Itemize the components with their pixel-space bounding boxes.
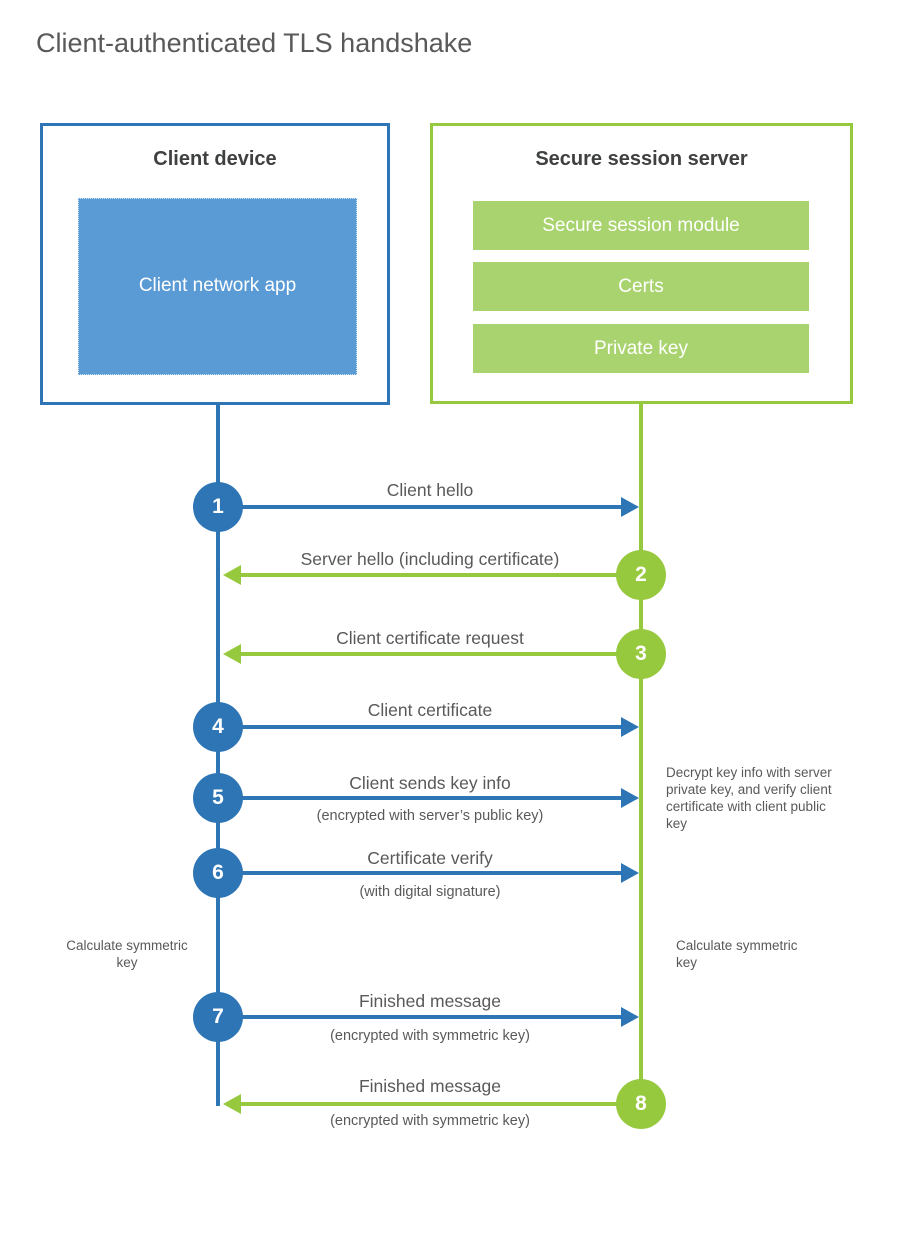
step-7-label: Finished message [358, 991, 502, 1011]
secure-session-server-title: Secure session server [535, 148, 748, 170]
step-4-arrow [240, 717, 639, 737]
secure-session-server-box: Secure session server Secure session mod… [430, 123, 853, 404]
step-7-sublabel: (encrypted with symmetric key) [330, 1028, 530, 1044]
step-3-badge: 3 [616, 629, 666, 679]
decrypt-key-note: Decrypt key info with server private key… [666, 765, 832, 831]
page-title: Client-authenticated TLS handshake [36, 28, 473, 58]
module-bar-private-key: Private key [473, 324, 809, 373]
module-bar-certs: Certs [473, 262, 809, 311]
step-8-arrow [223, 1094, 618, 1114]
step-1-label: Client hello [386, 480, 474, 500]
step-1-badge: 1 [193, 482, 243, 532]
step-1-arrow [240, 497, 639, 517]
server-lifeline [639, 404, 643, 1106]
step-7-arrow [240, 1007, 639, 1027]
step-7-badge: 7 [193, 992, 243, 1042]
client-network-app-label: Client network app [138, 275, 297, 297]
step-6-badge: 6 [193, 848, 243, 898]
step-6-sublabel: (with digital signature) [359, 884, 501, 900]
step-5-sublabel: (encrypted with server’s public key) [316, 808, 544, 824]
step-5-label: Client sends key info [349, 773, 511, 793]
step-2-arrow [223, 565, 618, 585]
module-bar-secure-session-module: Secure session module [473, 201, 809, 250]
calculate-symmetric-key-note-server: Calculate symmetric key [676, 938, 798, 970]
calculate-symmetric-key-note-client: Calculate symmetric key [66, 938, 188, 970]
client-device-title: Client device [153, 148, 277, 170]
step-6-arrow [240, 863, 639, 883]
step-3-arrow [223, 644, 618, 664]
step-5-badge: 5 [193, 773, 243, 823]
step-4-label: Client certificate [367, 700, 493, 720]
step-8-badge: 8 [616, 1079, 666, 1129]
step-2-label: Server hello (including certificate) [300, 549, 560, 569]
step-8-sublabel: (encrypted with symmetric key) [330, 1113, 530, 1129]
client-network-app-box: Client network app [78, 198, 357, 375]
client-device-box: Client device Client network app [40, 123, 390, 405]
step-8-label: Finished message [358, 1076, 502, 1096]
step-5-arrow [240, 788, 639, 808]
step-3-label: Client certificate request [336, 628, 524, 648]
step-6-label: Certificate verify [367, 848, 493, 868]
step-4-badge: 4 [193, 702, 243, 752]
step-2-badge: 2 [616, 550, 666, 600]
client-lifeline [216, 405, 220, 1106]
